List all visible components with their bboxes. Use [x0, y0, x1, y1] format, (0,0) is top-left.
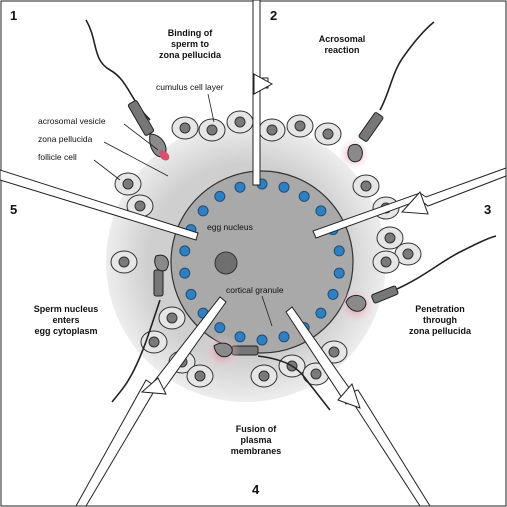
follicle-cell-nucleus: [310, 368, 322, 380]
sperm-midpiece-5: [153, 269, 164, 297]
sperm-head-4: [213, 342, 233, 358]
divider-left: [0, 169, 199, 241]
cortical-granule: [333, 267, 345, 279]
cortical-granule: [234, 331, 246, 343]
follicle-cell-nucleus: [234, 116, 246, 128]
step-number-2: 2: [270, 8, 277, 23]
label-egg-nucleus: egg nucleus: [207, 222, 253, 232]
cortical-granule: [256, 334, 268, 346]
label-zona-pellucida: zona pellucida: [38, 134, 93, 144]
follicle-cell-nucleus: [194, 370, 206, 382]
follicle-cell-nucleus: [134, 200, 146, 212]
follicle-cell-nucleus: [148, 336, 160, 348]
egg-nucleus: [214, 251, 238, 275]
cortical-granule: [333, 245, 345, 257]
cortical-granule: [185, 288, 197, 300]
sperm-tail-5: [111, 299, 161, 403]
leader-cumulus: [207, 93, 215, 123]
follicle-cell-nucleus: [328, 346, 340, 358]
step-4-caption-line-1: Fusion of: [236, 424, 277, 434]
step-1-caption-line-1: Binding of: [168, 28, 213, 38]
follicle-cell-nucleus: [122, 178, 134, 190]
leader-lines: [93, 93, 273, 327]
step-number-1: 1: [10, 8, 17, 23]
sperm-head-5: [154, 254, 169, 272]
sperm-tail-3: [389, 235, 497, 293]
cortical-granule: [278, 331, 290, 343]
cortical-granule: [327, 288, 339, 300]
follicle-cell-nucleus: [294, 120, 306, 132]
follicle-cell-nucleus: [402, 248, 414, 260]
sperm-cells: [85, 19, 497, 411]
follicle-cell-nucleus: [360, 180, 372, 192]
follicle-cell-nucleus: [384, 232, 396, 244]
follicle-cell-nucleus: [322, 128, 334, 140]
cortical-granule: [298, 190, 310, 202]
cortical-granule: [179, 245, 191, 257]
divider-bottom-right-arrow: [337, 383, 361, 409]
cortical-granule: [315, 307, 327, 319]
step-5-caption-line-2: enters: [52, 315, 79, 325]
follicle-cell-nucleus: [206, 124, 218, 136]
step-5-caption-line-3: egg cytoplasm: [34, 326, 97, 336]
sperm-tail-4: [257, 355, 331, 411]
follicle-cell-nucleus: [118, 256, 130, 268]
follicle-cell-nucleus: [380, 256, 392, 268]
cortical-granule: [197, 205, 209, 217]
sperm-head-3: [345, 295, 367, 312]
cortical-granule: [315, 205, 327, 217]
sperm-midpiece-2: [358, 112, 384, 142]
leader-acrosomal-vesicle: [123, 123, 159, 151]
sperm-tail-2: [379, 21, 435, 111]
acrosomal-vesicle-1: [159, 150, 170, 161]
step-number-3: 3: [484, 202, 491, 217]
cortical-granules: [179, 178, 345, 346]
divider-bottom-left-arrow: [140, 377, 167, 395]
cortical-granule: [278, 181, 290, 193]
step-2-caption-line-2: reaction: [324, 45, 359, 55]
sperm-midpiece-3: [371, 285, 399, 304]
step-number-5: 5: [10, 202, 17, 217]
divider-top-arrow: [253, 73, 274, 95]
leader-zona-pellucida: [103, 141, 169, 177]
step-2-caption-line-1: Acrosomal: [319, 34, 366, 44]
follicle-cell-nucleus: [179, 122, 191, 134]
label-cortical-granule: cortical granule: [226, 285, 284, 295]
follicle-cell-nucleus: [258, 370, 270, 382]
cortical-granule: [234, 181, 246, 193]
follicle-cell-nucleus: [266, 124, 278, 136]
follicle-cell-nucleus: [166, 312, 178, 324]
step-3-caption-line-1: Penetration: [415, 304, 465, 314]
step-3-caption-line-3: zona pellucida: [409, 326, 472, 336]
step-4-caption-line-3: membranes: [231, 446, 282, 456]
step-1-caption-line-3: zona pellucida: [159, 50, 222, 60]
cortical-granule: [179, 267, 191, 279]
leader-cortical-granule: [261, 295, 273, 327]
step-1-caption-line-2: sperm to: [171, 39, 210, 49]
cortical-granule: [214, 322, 226, 334]
follicle-cells: [110, 110, 422, 388]
step-3-caption-line-2: through: [423, 315, 457, 325]
leader-follicle-cell: [93, 159, 121, 181]
label-cumulus-cell-layer: cumulus cell layer: [156, 82, 224, 92]
cortical-granule: [214, 190, 226, 202]
step-4-caption-line-2: plasma: [240, 435, 272, 445]
label-follicle-cell: follicle cell: [38, 152, 77, 162]
step-5-caption-line-1: Sperm nucleus: [34, 304, 99, 314]
sperm-head-2: [347, 144, 363, 163]
divider-right-arrow: [400, 191, 429, 215]
label-acrosomal-vesicle: acrosomal vesicle: [38, 116, 106, 126]
divider-bottom-left: [75, 296, 227, 507]
step-number-4: 4: [252, 482, 260, 497]
